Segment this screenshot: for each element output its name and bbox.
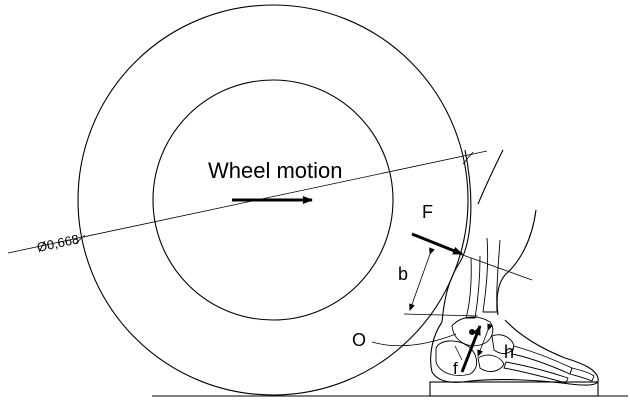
f-dimension-line [454, 345, 463, 361]
distance-h-label: h [504, 342, 514, 362]
wheel-inner-circle [152, 79, 394, 321]
foot-contour [430, 319, 599, 386]
distance-b-label: b [398, 264, 408, 284]
pivot-point [469, 329, 475, 335]
force-label: F [422, 202, 433, 222]
toe-bones [569, 367, 595, 382]
cuboid-bone [477, 354, 505, 372]
force-line-of-action [459, 253, 533, 281]
leg-back-contour [441, 149, 472, 323]
metatarsal-2 [503, 361, 569, 384]
wheel-motion-label: Wheel motion [208, 158, 343, 183]
h-dimension-line [477, 323, 493, 357]
leg-front-contour [496, 209, 537, 316]
fibula-bone [465, 255, 481, 319]
leg-top-contour [477, 149, 504, 205]
tibia-bone [482, 237, 501, 313]
b-extension-line [403, 313, 479, 317]
reaction-arrow-icon [460, 325, 482, 373]
diameter-tick-right [462, 151, 474, 165]
diameter-dimension-line [7, 150, 488, 254]
calcaneus-bone [435, 340, 477, 376]
b-dimension-line [409, 247, 435, 311]
diameter-tick-left [74, 234, 86, 245]
pivot-label: O [352, 330, 366, 350]
distance-f-label: f [453, 359, 458, 378]
heel-block [429, 381, 599, 397]
diameter-label: Ø0,668 [36, 231, 81, 255]
wheel-outer-circle [77, 4, 469, 396]
pivot-leader-line [371, 333, 457, 347]
force-arrow-icon [411, 232, 463, 256]
